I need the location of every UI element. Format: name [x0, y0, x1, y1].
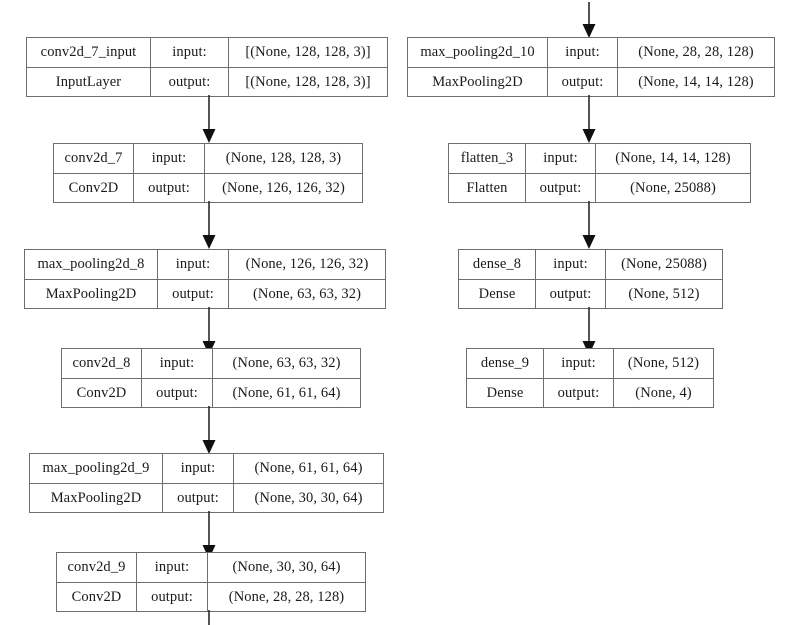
node-output-shape: (None, 63, 63, 32) — [252, 285, 362, 302]
node-input-shape: (None, 25088) — [621, 256, 707, 272]
node-output-shape: (None, 25088) — [630, 179, 716, 196]
node-conv2d-8[interactable]: conv2d_8 input: (None, 63, 63, 32) Conv2… — [61, 348, 361, 408]
node-output-shape: [(None, 128, 128, 3)] — [245, 73, 371, 90]
node-output-shape: (None, 14, 14, 128) — [638, 73, 754, 90]
node-input-shape: (None, 28, 28, 128) — [638, 44, 754, 60]
node-row-input: flatten_3 input: (None, 14, 14, 128) — [449, 144, 750, 174]
node-input-label: input: — [544, 349, 614, 378]
node-row-input: dense_9 input: (None, 512) — [467, 349, 713, 379]
node-input-shape: (None, 14, 14, 128) — [615, 150, 731, 166]
node-output-shape: (None, 30, 30, 64) — [254, 489, 363, 506]
node-output-label: output: — [163, 483, 234, 512]
node-row-output: MaxPooling2D output: (None, 14, 14, 128) — [408, 67, 774, 96]
node-name: max_pooling2d_9 — [30, 454, 163, 483]
node-output-shape: (None, 512) — [628, 285, 700, 302]
node-type: MaxPooling2D — [408, 67, 548, 96]
node-row-input: max_pooling2d_10 input: (None, 28, 28, 1… — [408, 38, 774, 68]
node-input-shape: (None, 512) — [627, 355, 700, 371]
node-flatten-3[interactable]: flatten_3 input: (None, 14, 14, 128) Fla… — [448, 143, 751, 203]
node-max-pooling2d-8[interactable]: max_pooling2d_8 input: (None, 126, 126, … — [24, 249, 386, 309]
node-max-pooling2d-10[interactable]: max_pooling2d_10 input: (None, 28, 28, 1… — [407, 37, 775, 97]
node-input-label: input: — [163, 454, 234, 483]
node-output-shape: (None, 28, 28, 128) — [228, 588, 345, 605]
node-row-input: dense_8 input: (None, 25088) — [459, 250, 722, 280]
node-input-shape: [(None, 128, 128, 3)] — [245, 44, 371, 60]
node-row-output: MaxPooling2D output: (None, 30, 30, 64) — [30, 483, 383, 512]
node-input-label: input: — [158, 250, 229, 279]
node-row-input: max_pooling2d_9 input: (None, 61, 61, 64… — [30, 454, 383, 484]
edge-conv2d-8-to-max-pooling2d-9 — [202, 406, 216, 454]
node-type: Dense — [467, 378, 544, 407]
node-type: Conv2D — [62, 378, 142, 407]
node-type: Conv2D — [57, 582, 137, 611]
node-type: Dense — [459, 279, 536, 308]
node-name: conv2d_8 — [62, 349, 142, 378]
node-output-label: output: — [548, 67, 618, 96]
node-output-shape: (None, 61, 61, 64) — [232, 384, 341, 401]
node-conv2d-7[interactable]: conv2d_7 input: (None, 128, 128, 3) Conv… — [53, 143, 363, 203]
node-output-label: output: — [536, 279, 606, 308]
node-row-output: Flatten output: (None, 25088) — [449, 173, 750, 202]
node-input-shape: (None, 126, 126, 32) — [245, 256, 369, 272]
node-input-label: input: — [526, 144, 596, 173]
node-row-input: conv2d_8 input: (None, 63, 63, 32) — [62, 349, 360, 379]
edge-max-pooling2d-10-to-flatten-3 — [582, 95, 596, 143]
node-row-input: conv2d_7_input input: [(None, 128, 128, … — [27, 38, 387, 68]
node-name: max_pooling2d_10 — [408, 38, 548, 67]
node-type: Conv2D — [54, 173, 134, 202]
node-input-shape: (None, 30, 30, 64) — [232, 559, 341, 575]
node-type: MaxPooling2D — [30, 483, 163, 512]
node-row-input: conv2d_9 input: (None, 30, 30, 64) — [57, 553, 365, 583]
node-row-output: Dense output: (None, 4) — [467, 378, 713, 407]
node-output-label: output: — [151, 67, 229, 96]
node-name: conv2d_7_input — [27, 38, 151, 67]
node-type: InputLayer — [27, 67, 151, 96]
edge-conv2d-9-to-max-pooling2d-10-tail — [208, 610, 210, 625]
node-dense-8[interactable]: dense_8 input: (None, 25088) Dense outpu… — [458, 249, 723, 309]
node-type: MaxPooling2D — [25, 279, 158, 308]
node-dense-9[interactable]: dense_9 input: (None, 512) Dense output:… — [466, 348, 714, 408]
node-row-input: conv2d_7 input: (None, 128, 128, 3) — [54, 144, 362, 174]
node-output-label: output: — [544, 378, 614, 407]
edge-flatten-3-to-dense-8 — [582, 201, 596, 249]
node-output-label: output: — [137, 582, 208, 611]
node-input-shape: (None, 61, 61, 64) — [254, 460, 363, 476]
node-input-shape: (None, 63, 63, 32) — [232, 355, 341, 371]
node-name: flatten_3 — [449, 144, 526, 173]
node-max-pooling2d-9[interactable]: max_pooling2d_9 input: (None, 61, 61, 64… — [29, 453, 384, 513]
node-input-label: input: — [548, 38, 618, 67]
node-name: conv2d_9 — [57, 553, 137, 582]
node-input-label: input: — [137, 553, 208, 582]
node-type: Flatten — [449, 173, 526, 202]
node-output-shape: (None, 4) — [635, 384, 692, 401]
node-output-label: output: — [142, 378, 213, 407]
node-output-label: output: — [526, 173, 596, 202]
node-conv2d-7-input[interactable]: conv2d_7_input input: [(None, 128, 128, … — [26, 37, 388, 97]
node-output-label: output: — [134, 173, 205, 202]
node-row-input: max_pooling2d_8 input: (None, 126, 126, … — [25, 250, 385, 280]
node-name: dense_9 — [467, 349, 544, 378]
node-output-label: output: — [158, 279, 229, 308]
node-name: dense_8 — [459, 250, 536, 279]
node-conv2d-9[interactable]: conv2d_9 input: (None, 30, 30, 64) Conv2… — [56, 552, 366, 612]
edge-conv2d-9-to-max-pooling2d-10-head — [582, 2, 596, 38]
edge-conv2d-7-to-max-pooling2d-8 — [202, 201, 216, 249]
node-input-shape: (None, 128, 128, 3) — [225, 150, 342, 166]
node-input-label: input: — [536, 250, 606, 279]
node-input-label: input: — [142, 349, 213, 378]
node-row-output: InputLayer output: [(None, 128, 128, 3)] — [27, 67, 387, 96]
node-row-output: Dense output: (None, 512) — [459, 279, 722, 308]
node-output-shape: (None, 126, 126, 32) — [222, 179, 345, 196]
node-row-output: Conv2D output: (None, 126, 126, 32) — [54, 173, 362, 202]
node-name: conv2d_7 — [54, 144, 134, 173]
node-input-label: input: — [134, 144, 205, 173]
node-input-label: input: — [151, 38, 229, 67]
node-row-output: Conv2D output: (None, 61, 61, 64) — [62, 378, 360, 407]
node-row-output: Conv2D output: (None, 28, 28, 128) — [57, 582, 365, 611]
edge-conv2d-7-input-to-conv2d-7 — [202, 95, 216, 143]
node-row-output: MaxPooling2D output: (None, 63, 63, 32) — [25, 279, 385, 308]
node-name: max_pooling2d_8 — [25, 250, 158, 279]
